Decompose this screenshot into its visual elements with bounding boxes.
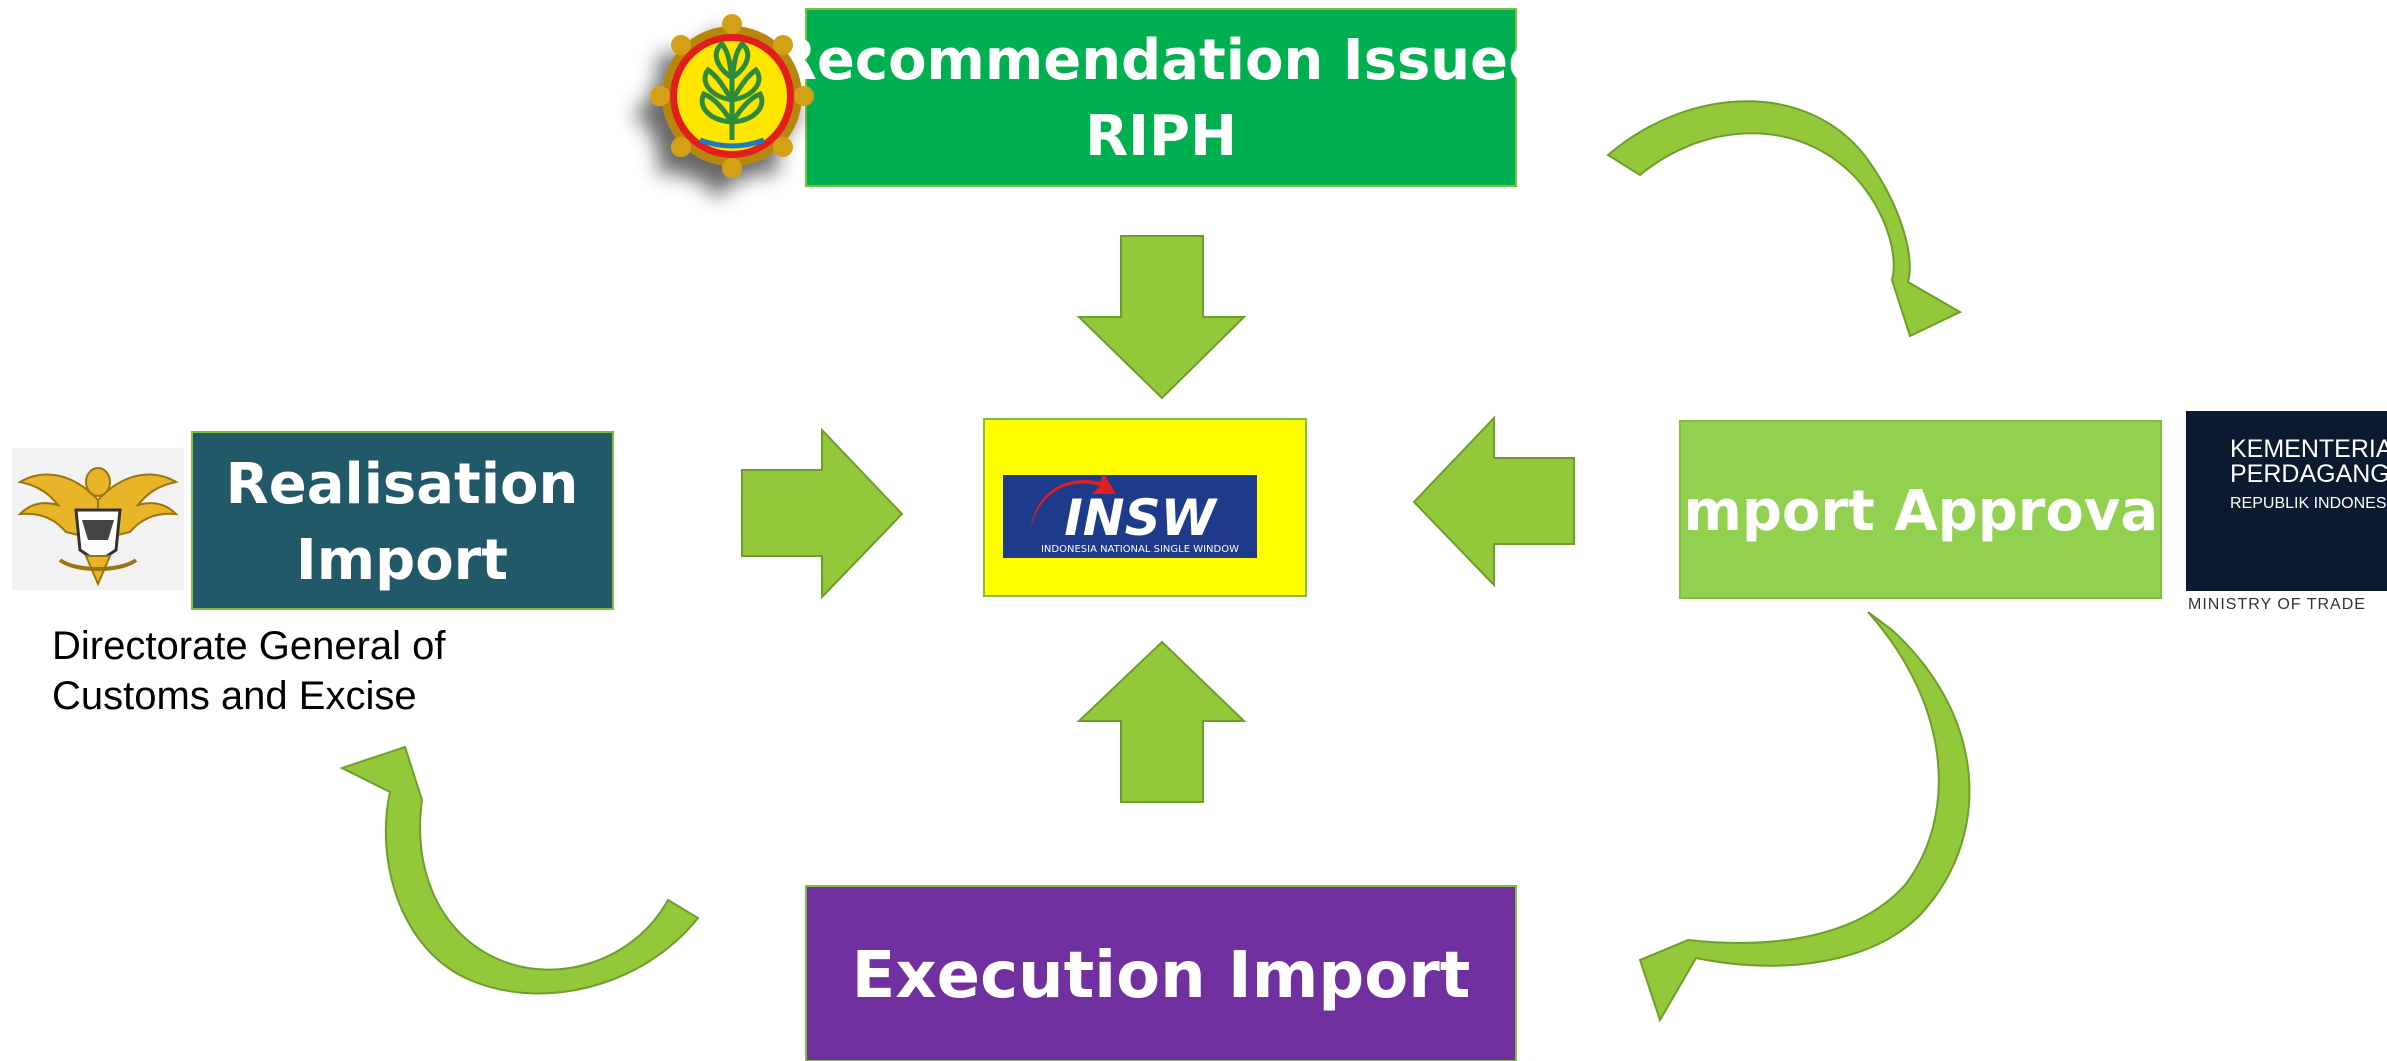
insw-wordmark: INSW	[1064, 489, 1218, 547]
up-arrow	[1076, 640, 1247, 803]
customs-eagle-emblem-icon	[12, 448, 184, 590]
ministry-logo-line1: KEMENTERIAN	[2230, 435, 2387, 463]
realisation-subtitle: Import	[296, 528, 508, 593]
agriculture-ministry-emblem-icon	[650, 14, 814, 178]
down-arrow	[1076, 235, 1247, 400]
recommendation-box: Recommendation Issued RIPH	[774, 8, 1548, 187]
execution-box: Execution Import	[805, 885, 1517, 1061]
curved-arrow-top-right	[1606, 100, 1963, 338]
recommendation-title: Recommendation Issued	[774, 28, 1548, 93]
curved-arrow-bottom-left	[339, 745, 700, 995]
recommendation-subtitle: RIPH	[1085, 104, 1237, 169]
customs-caption-line1: Directorate General of	[52, 624, 446, 668]
ministry-logo-line3: REPUBLIK INDONESIA	[2230, 495, 2387, 512]
import-approval-box-bg	[1679, 420, 2162, 599]
right-arrow	[741, 427, 904, 600]
realisation-box-bg	[191, 431, 614, 610]
import-approval-box: Import Approval	[1663, 420, 2178, 599]
insw-center-box: INSW INDONESIA NATIONAL SINGLE WINDOW	[983, 418, 1307, 597]
insw-logo: INSW INDONESIA NATIONAL SINGLE WINDOW	[1003, 474, 1257, 558]
ministry-logo-footer: MINISTRY OF TRADE	[2188, 596, 2366, 613]
ministry-logo-line2: PERDAGANGAN	[2230, 460, 2387, 488]
insw-tagline: INDONESIA NATIONAL SINGLE WINDOW	[1041, 544, 1239, 555]
ministry-of-trade-logo: KEMENTERIAN PERDAGANGAN REPUBLIK INDONES…	[2186, 411, 2387, 613]
realisation-title: Realisation	[226, 452, 579, 517]
curved-arrow-bottom-right	[1638, 611, 1971, 1023]
realisation-box: Realisation Import	[191, 431, 614, 610]
left-arrow	[1412, 415, 1575, 588]
customs-caption-line2: Customs and Excise	[52, 674, 417, 718]
execution-box-bg	[805, 885, 1517, 1061]
import-approval-label: Import Approval	[1663, 479, 2178, 544]
recommendation-box-bg	[805, 8, 1517, 187]
execution-label: Execution Import	[852, 939, 1471, 1013]
